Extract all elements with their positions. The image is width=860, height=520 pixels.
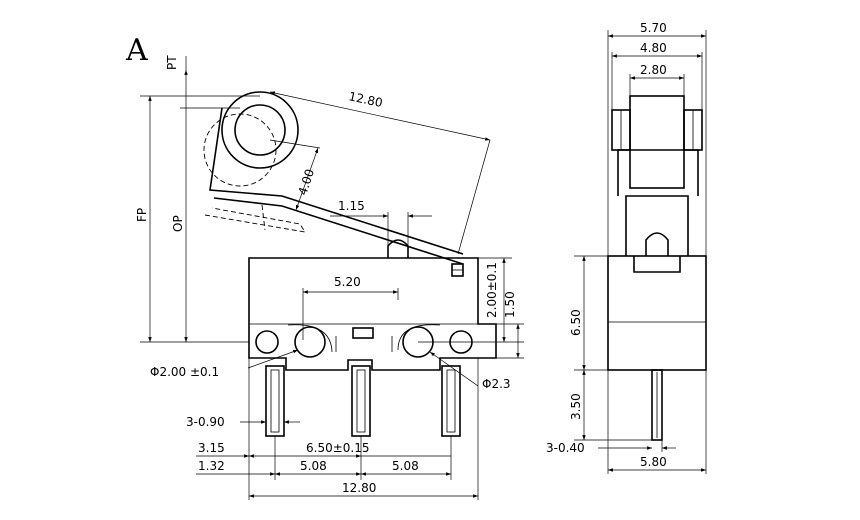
lever-length-label: 12.80 [347,89,384,110]
side-body-height-label: 6.50 [569,309,583,336]
mount-hole-left [294,326,326,358]
view-label: A [125,33,148,68]
side-width-mid-label: 4.80 [640,41,667,55]
lever-length-dim [269,91,491,141]
side-body-width-label: 5.80 [640,455,667,469]
pin-right-inner [446,369,456,433]
roller-inner [234,104,286,156]
fp-label: FP [135,208,149,222]
side-roller [629,95,685,189]
hole-height-label: 2.00±0.1 [485,262,499,318]
roller-free-position [203,113,277,187]
small-hole-left [255,330,279,354]
side-actuator-base [633,256,681,273]
pin-hole-leader [429,351,479,387]
pin-center [351,365,371,437]
side-bracket-upper [617,149,699,196]
hole-arc-left [287,324,333,353]
center-slot [352,327,374,339]
pin-offset-a-label: 3.15 [198,441,225,455]
lever-arm [209,107,464,255]
pitch-left-label: 5.08 [300,459,327,473]
side-body [607,255,707,371]
op-label: OP [171,215,185,232]
body-step-label: 1.50 [503,291,517,318]
front-view: PT FP OP 12.80 4.00 1.15 5.20 2.00±0.1 1… [135,55,524,500]
pin-center-inner [356,369,366,433]
lever-offset-ext [269,139,321,149]
pin-left-inner [270,369,280,433]
lever-offset-dim [295,147,319,211]
lever-arm-lower [213,197,464,265]
lever-offset-label: 4.00 [296,167,318,197]
pin-pitch-tol-label: 6.50±0.15 [306,441,370,455]
side-bracket [625,195,689,256]
side-view: 5.70 4.80 2.80 6.50 3.50 3-0.40 5.80 [546,21,707,474]
pin-left [265,365,285,437]
lever-free-position [204,207,306,233]
pin-right [441,365,461,437]
hole-distance-label: 5.20 [334,275,361,289]
lever-length-ext [457,139,491,255]
total-length-label: 12.80 [342,481,376,495]
hole-dia-label: Φ2.00 ±0.1 [150,365,219,379]
side-pin-length-label: 3.50 [569,393,583,420]
front-body-outline [248,257,497,371]
free-pos-guide [261,204,266,231]
pitch-right-label: 5.08 [392,459,419,473]
roller-outer [221,91,299,169]
pin-hole-label: Φ2.3 [482,377,511,391]
side-pin-thickness-label: 3-0.40 [546,441,585,455]
hole-dia-leader [247,349,299,369]
side-width-outer-label: 5.70 [640,21,667,35]
hole-arc-right [397,324,441,351]
pin-width-label: 3-0.90 [186,415,225,429]
side-actuator [645,232,669,256]
pt-label: PT [165,55,179,70]
side-width-inner-label: 2.80 [640,63,667,77]
side-pin [651,369,663,441]
actuator-width-label: 1.15 [338,199,365,213]
pin-offset-b-label: 1.32 [198,459,225,473]
